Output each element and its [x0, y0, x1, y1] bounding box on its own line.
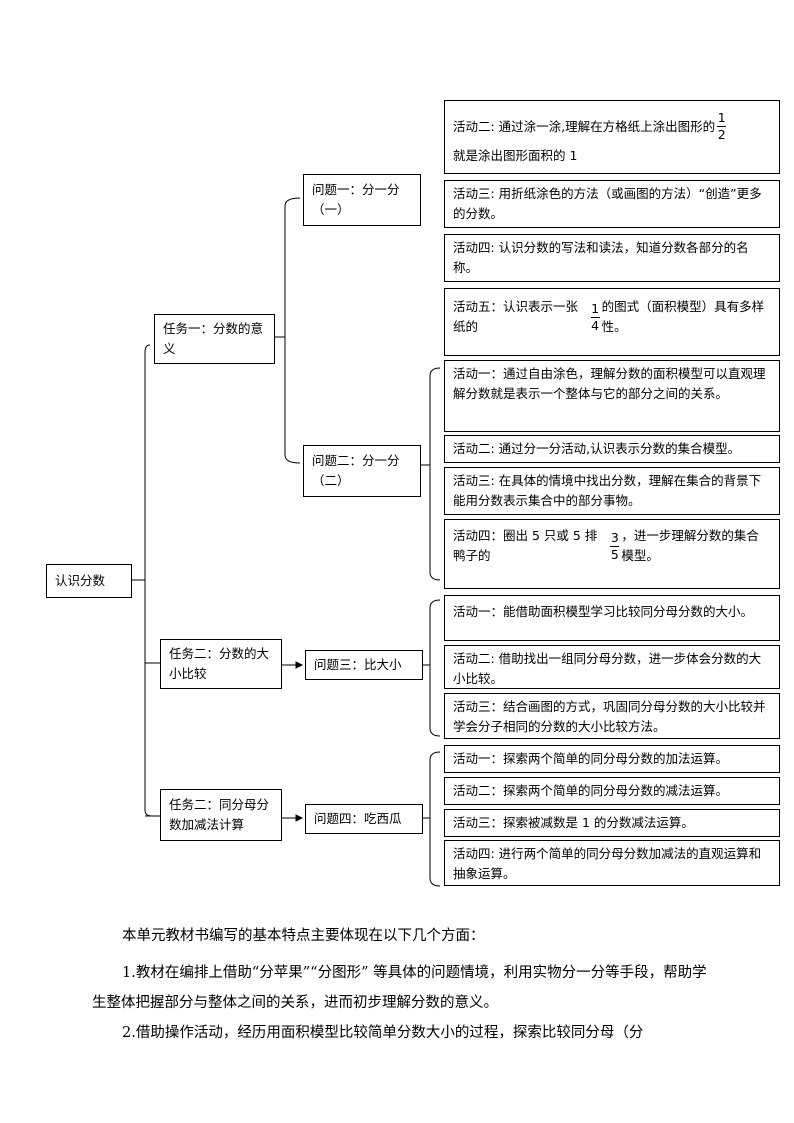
- q1-activity-4: 活动四: 认识分数的写法和读法，知道分数各部分的名称。: [444, 234, 780, 282]
- q1-activity-3: 活动三: 用折纸涂色的方法（或画图的方法）“创造”更多的分数。: [444, 180, 780, 228]
- q4-activity-3: 活动三：探索被减数是 1 的分数减法运算。: [444, 809, 780, 837]
- task-3-node: 任务二：同分母分数加减法计算: [160, 789, 282, 841]
- question-3-node: 问题三：比大小: [305, 650, 423, 680]
- task-2-label: 任务二：分数的大小比较: [169, 646, 270, 681]
- fraction-denominator: 2: [717, 127, 726, 142]
- paragraph-1-text: 1.教材在编排上借助“分苹果”“分图形” 等具体的问题情境，利用实物分一分等手段…: [92, 965, 707, 1011]
- q1-activity-5-line1: 活动五：认识表示一张纸的 1 4 的图式（面积模型）具有多样性。: [453, 297, 771, 337]
- fraction-bar: [717, 126, 727, 127]
- fraction-numerator: 1: [717, 110, 726, 125]
- q1-activity-2-text2: 就是涂出图形面积的: [453, 148, 566, 163]
- q2-activity-1: 活动一：通过自由涂色，理解分数的面积模型可以直观理解分数就是表示一个整体与它的部…: [444, 360, 780, 432]
- q4-activity-4: 活动四: 进行两个简单的同分母分数加减法的直观运算和抽象运算。: [444, 840, 780, 886]
- paragraph-2: 2.借助操作活动，经历用面积模型比较简单分数大小的过程，探索比较同分母（分: [92, 1018, 712, 1048]
- question-4-node: 问题四：吃西瓜: [305, 804, 423, 834]
- q3-activity-2-text: 活动二: 借助找出一组同分母分数，进一步体会分数的大小比较。: [453, 651, 762, 686]
- q2-activity-3: 活动三: 在具体的情境中找出分数，理解在集合的背景下能用分数表示集合中的部分事物…: [444, 467, 780, 515]
- q1-activity-2-line2: 就是涂出图形面积的 1: [453, 146, 771, 166]
- q2-activity-4: 活动四：圈出 5 只或 5 排鸭子的 3 5 ，进一步理解分数的集合模型。: [444, 519, 780, 589]
- task-1-label: 任务一：分数的意义: [163, 321, 264, 356]
- q2-activity-1-text: 活动一：通过自由涂色，理解分数的面积模型可以直观理解分数就是表示一个整体与它的部…: [453, 366, 766, 401]
- fraction-bar: [590, 316, 600, 318]
- q1-activity-2: 活动二: 通过涂一涂,理解在方格纸上涂出图形的 1 2 就是涂出图形面积的 1: [444, 100, 780, 174]
- q1-activity-3-text: 活动三: 用折纸涂色的方法（或画图的方法）“创造”更多的分数。: [453, 186, 762, 221]
- q4-activity-1: 活动一：探索两个简单的同分母分数的加法运算。: [444, 745, 780, 773]
- fraction-denominator: 4: [591, 317, 600, 333]
- fraction-numerator-partial: 1: [569, 148, 578, 163]
- q3-activity-1: 活动一：能借助面积模型学习比较同分母分数的大小。: [444, 595, 780, 641]
- q2-activity-2: 活动二: 通过分一分活动,认识表示分数的集合模型。: [444, 435, 780, 463]
- q1-activity-2-line1: 活动二: 通过涂一涂,理解在方格纸上涂出图形的 1 2: [453, 111, 771, 142]
- task-1-node: 任务一：分数的意义: [154, 314, 275, 364]
- question-1-node: 问题一：分一分（一）: [303, 174, 421, 226]
- q2-activity-2-text: 活动二: 通过分一分活动,认识表示分数的集合模型。: [453, 441, 741, 456]
- q1-activity-2-text: 活动二: 通过涂一涂,理解在方格纸上涂出图形的: [453, 118, 716, 134]
- fraction-bar: [610, 545, 620, 547]
- question-1-label: 问题一：分一分（一）: [312, 182, 400, 217]
- root-node: 认识分数: [46, 564, 132, 598]
- task-3-label: 任务二：同分母分数加减法计算: [169, 797, 270, 832]
- q3-activity-3: 活动三：结合画图的方式，巩固同分母分数的大小比较并学会分子相同的分数的大小比较方…: [444, 693, 780, 739]
- intro-text: 本单元教材书编写的基本特点主要体现在以下几个方面：: [122, 928, 485, 944]
- q1-activity-5: 活动五：认识表示一张纸的 1 4 的图式（面积模型）具有多样性。: [444, 288, 780, 356]
- q4-activity-1-text: 活动一：探索两个简单的同分母分数的加法运算。: [453, 751, 729, 766]
- q4-activity-3-text: 活动三：探索被减数是 1 的分数减法运算。: [453, 815, 694, 830]
- q2-activity-4-text: 活动四：圈出 5 只或 5 排鸭子的: [453, 528, 598, 563]
- q2-activity-4-line1: 活动四：圈出 5 只或 5 排鸭子的 3 5 ，进一步理解分数的集合模型。: [453, 526, 771, 566]
- question-2-label: 问题二：分一分（二）: [312, 453, 400, 488]
- fraction-denominator: 5: [610, 546, 619, 562]
- fraction: 1 2: [717, 110, 727, 142]
- paragraph-2-text: 2.借助操作活动，经历用面积模型比较简单分数大小的过程，探索比较同分母（分: [122, 1025, 644, 1041]
- question-2-node: 问题二：分一分（二）: [303, 445, 421, 497]
- q1-activity-5-text2: 的图式（面积模型）具有多样性。: [601, 299, 765, 334]
- q3-activity-3-text: 活动三：结合画图的方式，巩固同分母分数的大小比较并学会分子相同的分数的大小比较方…: [453, 699, 766, 734]
- q4-activity-2-text: 活动二：探索两个简单的同分母分数的减法运算。: [453, 783, 729, 798]
- question-3-label: 问题三：比大小: [314, 657, 402, 672]
- task-2-node: 任务二：分数的大小比较: [160, 639, 282, 689]
- q2-activity-4-text2: ，进一步理解分数的集合模型。: [621, 528, 759, 563]
- q3-activity-1-text: 活动一：能借助面积模型学习比较同分母分数的大小。: [453, 604, 754, 619]
- question-4-label: 问题四：吃西瓜: [314, 811, 402, 826]
- root-label: 认识分数: [55, 573, 106, 588]
- fraction-numerator: 3: [610, 529, 619, 545]
- fraction: 3 5: [610, 529, 620, 562]
- q2-activity-3-text: 活动三: 在具体的情境中找出分数，理解在集合的背景下能用分数表示集合中的部分事物…: [453, 473, 762, 508]
- fraction: 1 4: [590, 300, 600, 333]
- q1-activity-4-text: 活动四: 认识分数的写法和读法，知道分数各部分的名称。: [453, 240, 749, 275]
- q1-activity-5-text: 活动五：认识表示一张纸的: [453, 299, 579, 334]
- q3-activity-2: 活动二: 借助找出一组同分母分数，进一步体会分数的大小比较。: [444, 645, 780, 689]
- intro-paragraph: 本单元教材书编写的基本特点主要体现在以下几个方面：: [122, 926, 722, 946]
- q4-activity-2: 活动二：探索两个简单的同分母分数的减法运算。: [444, 777, 780, 805]
- q4-activity-4-text: 活动四: 进行两个简单的同分母分数加减法的直观运算和抽象运算。: [453, 846, 762, 881]
- paragraph-1: 1.教材在编排上借助“分苹果”“分图形” 等具体的问题情境，利用实物分一分等手段…: [92, 958, 712, 1018]
- fraction-numerator: 1: [591, 300, 600, 316]
